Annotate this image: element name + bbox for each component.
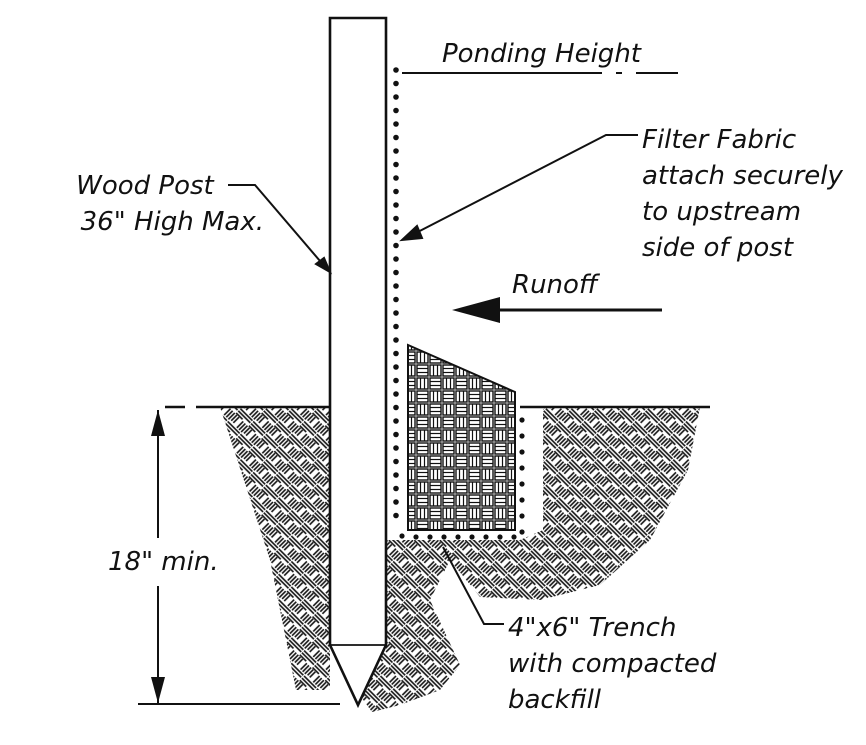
filter-fabric-dot (393, 202, 399, 208)
leader-lines (228, 134, 638, 625)
wood-post-label-line-2: 36" High Max. (81, 207, 264, 237)
wood-post-leader-arrowhead (314, 256, 333, 275)
trench-dotted-outline (399, 417, 525, 540)
filter-fabric-dot (393, 350, 399, 357)
filter-fabric-label-line-2: attach securely (642, 161, 844, 191)
filter-fabric-dot (393, 188, 399, 195)
trench-label: 4"x6" Trench with compacted backfill (508, 613, 725, 715)
trench-label-line-1: 4"x6" Trench (508, 613, 676, 643)
soil-right-mass (356, 407, 700, 712)
filter-fabric-dot (393, 472, 399, 478)
filter-fabric-dot (393, 445, 399, 451)
filter-fabric-dot (393, 67, 399, 73)
wood-post (328, 16, 388, 709)
filter-fabric-dot (393, 404, 399, 411)
filter-fabric-dot (393, 107, 399, 114)
ponding-height-label: Ponding Height (442, 39, 642, 69)
filter-fabric-dot (393, 431, 399, 438)
filter-fabric-dot (393, 391, 399, 397)
filter-fabric-dot (393, 80, 399, 87)
filter-fabric-dot (393, 121, 399, 127)
filter-fabric-leader (409, 134, 638, 237)
trench-backfill (407, 343, 516, 531)
filter-fabric-dot (393, 134, 399, 141)
filter-fabric-dot (393, 458, 399, 465)
wood-post-label: Wood Post 36" High Max. (76, 171, 264, 237)
filter-fabric-dot (393, 512, 399, 519)
filter-fabric-dot (393, 296, 399, 303)
filter-fabric-dot (393, 418, 399, 424)
runoff-arrow (452, 297, 662, 323)
filter-fabric-label-line-4: side of post (642, 233, 794, 263)
filter-fabric-dot (393, 499, 399, 505)
filter-fabric-label-line-1: Filter Fabric (642, 125, 796, 155)
depth-label: 18" min. (108, 547, 219, 577)
filter-fabric-label-line-3: to upstream (642, 197, 801, 227)
filter-fabric-dot (393, 283, 399, 289)
filter-fabric-dotted-line (393, 67, 399, 519)
filter-fabric-leader-arrowhead (399, 224, 424, 242)
filter-fabric-dot (393, 323, 399, 330)
wood-post-leader (228, 184, 327, 269)
filter-fabric-dot (393, 364, 399, 370)
filter-fabric-dot (393, 337, 399, 343)
runoff-label: Runoff (512, 270, 601, 300)
filter-fabric-dot (393, 310, 399, 316)
soil-left-wedge (220, 407, 330, 690)
filter-fabric-dot (393, 94, 399, 100)
trench-label-line-2: with compacted (508, 649, 717, 679)
trench-label-line-3: backfill (508, 685, 602, 715)
filter-fabric-dot (393, 215, 399, 222)
soil-hatching (220, 407, 700, 712)
filter-fabric-label: Filter Fabric attach securely to upstrea… (642, 125, 851, 263)
filter-fabric-dot (393, 148, 399, 154)
filter-fabric-dot (393, 242, 399, 249)
filter-fabric-dot (393, 161, 399, 168)
wood-post-label-line-1: Wood Post (76, 171, 214, 201)
filter-fabric-dot (393, 485, 399, 492)
trench-leader (442, 546, 504, 625)
depth-dimension (138, 410, 340, 705)
filter-fabric-dot (393, 377, 399, 384)
filter-fabric-dot (393, 269, 399, 276)
filter-fabric-dot (393, 256, 399, 262)
filter-fabric-dot (393, 175, 399, 181)
filter-fabric-dot (393, 229, 399, 235)
